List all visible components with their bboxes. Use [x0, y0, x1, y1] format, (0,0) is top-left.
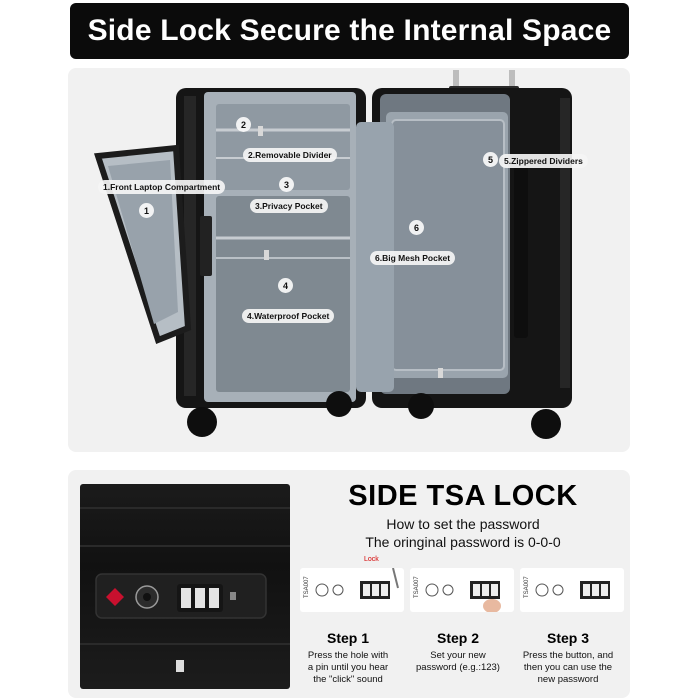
step-1-line-3: the "click" sound	[313, 674, 383, 685]
tsa-original-password: The oringinal password is 0-0-0	[365, 534, 561, 550]
step-3-title: Step 3	[546, 630, 589, 646]
tsa-subtitle: How to set the password	[386, 516, 540, 532]
page-banner: Side Lock Secure the Internal Space	[70, 3, 629, 59]
callout-number-3: 3	[279, 177, 294, 192]
svg-text:TSA007: TSA007	[414, 576, 420, 598]
step-2-diagram: TSA007	[410, 568, 514, 613]
lock-closeup-photo	[80, 484, 290, 689]
callout-number-2: 2	[236, 117, 251, 132]
keyhole-icon	[135, 585, 159, 609]
lock-tag: Lock	[364, 556, 379, 563]
callout-number-4: 4	[278, 278, 293, 293]
banner-title: Side Lock Secure the Internal Space	[87, 14, 612, 47]
step-1-description: Press the hole with a pin until you hear…	[286, 650, 410, 686]
svg-text:TSA007: TSA007	[304, 576, 310, 598]
callout-label-5: 5.Zippered Dividers	[499, 154, 588, 168]
callout-label-4: 4.Waterproof Pocket	[242, 309, 335, 323]
step-2-description: Set your new password (e.g.:123)	[396, 650, 520, 674]
callout-number-5: 5	[483, 152, 498, 167]
callout-label-3: 3.Privacy Pocket	[250, 199, 328, 213]
zipper-pull-icon	[258, 126, 263, 136]
step-1-diagram: TSA007	[300, 567, 404, 612]
suitcase-panel: 1 1.Front Laptop Compartment 2 2.Removab…	[68, 68, 630, 452]
step-1-title: Step 1	[326, 630, 369, 646]
open-suitcase-illustration	[93, 70, 572, 439]
pin-icon	[392, 567, 399, 589]
step-3-line-1: Press the button, and	[522, 650, 614, 661]
step-3-line-2: then you can use the	[523, 662, 613, 673]
step-1-line-1: Press the hole with	[307, 650, 389, 661]
callout-number-1: 1	[139, 203, 154, 218]
svg-text:TSA007: TSA007	[524, 576, 530, 598]
tsa-diamond-icon	[106, 588, 124, 606]
step-3-description: Press the button, and then you can use t…	[506, 650, 630, 686]
step-3-line-3: new password	[537, 674, 599, 685]
step-1-line-2: a pin until you hear	[307, 662, 389, 673]
tsa-lock-title: SIDE TSA LOCK	[348, 480, 578, 512]
callout-label-1: 1.Front Laptop Compartment	[98, 180, 226, 194]
callout-label-6: 6.Big Mesh Pocket	[370, 251, 456, 265]
combination-dial-icon	[177, 584, 223, 612]
step-2-line-2: password (e.g.:123)	[416, 662, 500, 673]
tsa-lock-panel: SIDE TSA LOCK How to set the password Th…	[68, 470, 630, 698]
step-2-line-1: Set your new	[430, 650, 486, 661]
step-3-diagram: TSA007	[520, 568, 624, 612]
callout-number-6: 6	[409, 220, 424, 235]
callout-label-2: 2.Removable Divider	[243, 148, 337, 162]
step-2-title: Step 2	[436, 630, 479, 646]
finger-icon	[483, 599, 501, 613]
